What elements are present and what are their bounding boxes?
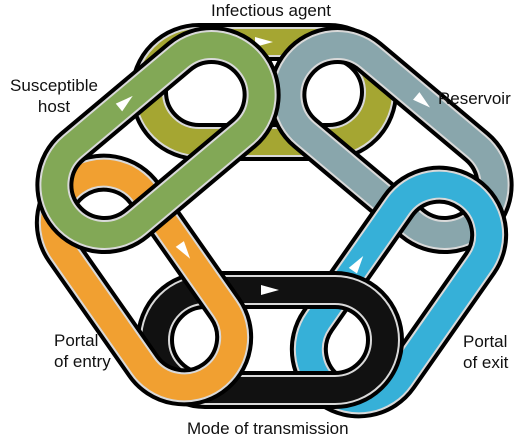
label-susceptible-host: Susceptible host — [2, 75, 106, 117]
label-infectious-agent: Infectious agent — [211, 1, 332, 20]
chain-links-group — [34, 23, 514, 419]
chain-link-arrow-icon — [413, 92, 431, 108]
label-portal-of-exit-line2: of exit — [463, 353, 509, 372]
label-susceptible-host-line1: Susceptible — [10, 76, 98, 95]
label-portal-of-exit: Portal of exit — [463, 331, 508, 373]
chain-link-susceptible-host — [35, 26, 281, 254]
chain-link-arrow-icon — [175, 241, 191, 259]
label-portal-of-entry: Portal of entry — [54, 330, 111, 372]
label-portal-of-entry-line1: Portal — [54, 331, 99, 350]
chain-link-mode-of-transmission — [136, 271, 404, 409]
label-portal-of-exit-line1: Portal — [463, 332, 508, 351]
label-reservoir: Reservoir — [438, 89, 511, 108]
chain-link-arrow-icon — [255, 37, 273, 47]
chain-link-arrow-icon — [115, 95, 133, 112]
chain-link-arrow-icon — [261, 285, 279, 295]
label-mode-of-transmission: Mode of transmission — [187, 419, 349, 438]
label-susceptible-host-line2: host — [37, 97, 71, 116]
label-portal-of-entry-line2: of entry — [54, 352, 111, 371]
chain-link-arrow-icon — [348, 255, 364, 274]
chain-link-portal-of-entry — [34, 153, 254, 407]
